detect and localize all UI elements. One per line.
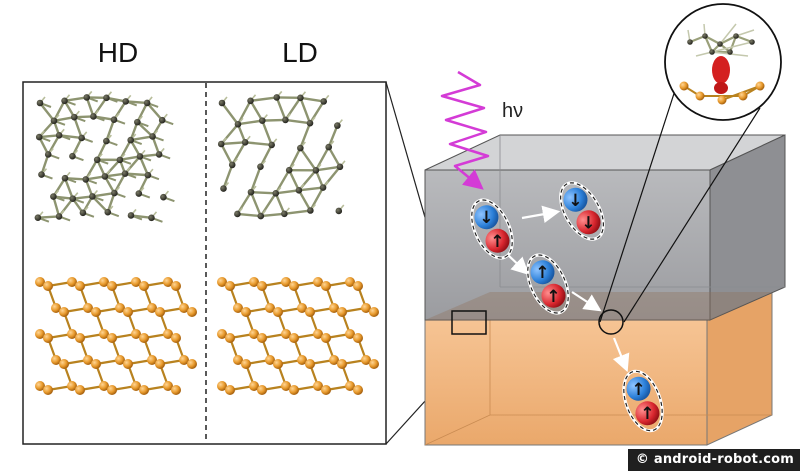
- electron: [626, 376, 651, 401]
- exciton-pair: ↓↓: [559, 181, 605, 241]
- arrow-down-icon: ↓: [581, 213, 595, 233]
- electron: [530, 260, 555, 285]
- hole: [576, 210, 601, 235]
- arrow-up-icon: ↑: [640, 404, 654, 424]
- hd-label: HD: [98, 37, 138, 68]
- ld-carbon-lattice: [217, 90, 346, 220]
- arrow-up-icon: ↑: [631, 380, 645, 400]
- hd-gold-lattice: [35, 277, 197, 395]
- defect-zoom-circle: [598, 309, 624, 335]
- arrow-up-icon: ↑: [546, 287, 560, 307]
- exciton-pair: ↑↑: [622, 369, 664, 433]
- exciton-pair: ↓↑: [470, 198, 514, 260]
- exciton-paths: [507, 205, 630, 373]
- arrow-up-icon: ↑: [490, 232, 504, 252]
- exciton-pairs: ↓↑↓↓↑↑↑↑: [470, 181, 664, 433]
- hole: [485, 228, 510, 253]
- exciton-pair: ↑↑: [526, 253, 570, 315]
- hole: [541, 283, 566, 308]
- arrow-down-icon: ↓: [479, 208, 493, 228]
- photon-label: hν: [502, 100, 523, 122]
- electron: [474, 205, 499, 230]
- interface-zoom-square: [451, 310, 487, 335]
- ld-label: LD: [282, 37, 318, 68]
- electron: [563, 187, 588, 212]
- inset-line-right: [623, 107, 761, 323]
- inset-line-left: [599, 74, 681, 323]
- ld-gold-lattice: [217, 277, 379, 395]
- hole: [635, 401, 660, 426]
- structure-panel: [22, 81, 387, 445]
- photon-wavy-arrow-icon: [440, 70, 490, 190]
- hd-carbon-lattice: [34, 90, 175, 223]
- arrow-up-icon: ↑: [535, 263, 549, 283]
- watermark: © android-robot.com: [627, 449, 800, 471]
- atomic-inset: [664, 3, 782, 121]
- arrow-down-icon: ↓: [568, 191, 582, 211]
